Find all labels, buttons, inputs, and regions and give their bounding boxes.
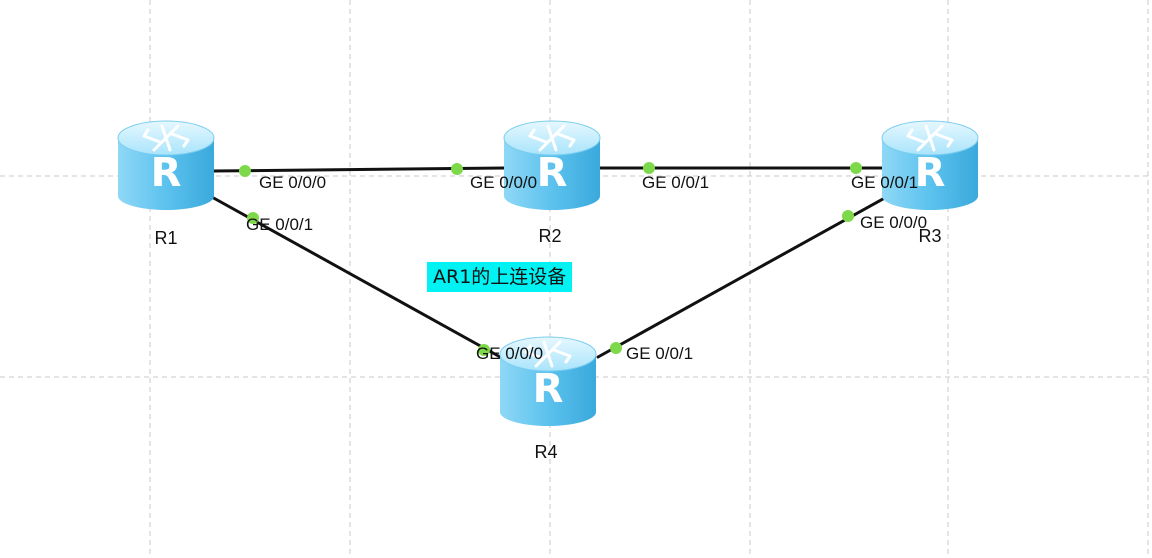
port-dot-r4-ge001[interactable]: [610, 342, 622, 354]
router-icon: [880, 119, 980, 212]
port-label-r3-r2: GE 0/0/1: [851, 173, 918, 192]
router-r1[interactable]: R1: [116, 119, 216, 248]
router-r4[interactable]: R4: [498, 335, 598, 462]
router-icon: [116, 119, 216, 212]
port-label-r2-r3: GE 0/0/1: [642, 173, 709, 192]
port-dot-r3-ge001[interactable]: [850, 162, 862, 174]
router-r2[interactable]: R2: [502, 119, 602, 246]
link-r3-r4[interactable]: [596, 193, 892, 359]
port-dot-r3-ge000[interactable]: [842, 210, 854, 222]
port-dot-r2-ge000[interactable]: [451, 163, 463, 175]
port-dot-r2-ge001[interactable]: [643, 162, 655, 174]
router-label: R2: [538, 226, 561, 246]
router-label: R1: [154, 228, 177, 248]
port-label-r2-r1: GE 0/0/0: [470, 173, 537, 192]
router-icon: [502, 119, 602, 212]
port-dot-r1-ge001[interactable]: [247, 212, 259, 224]
router-r3[interactable]: R3: [880, 119, 980, 246]
port-label-r4-r1: GE 0/0/0: [476, 344, 543, 363]
annotation-label[interactable]: AR1的上连设备: [427, 262, 573, 292]
router-label: R4: [534, 442, 557, 462]
port-label-r1-r4: GE 0/0/1: [246, 215, 313, 234]
link-r1-r4[interactable]: [208, 194, 504, 360]
port-dot-r4-ge000[interactable]: [478, 344, 490, 356]
port-dot-r1-ge000[interactable]: [239, 165, 251, 177]
port-label-r1-r2: GE 0/0/0: [259, 173, 326, 192]
port-label-r4-r3: GE 0/0/1: [626, 344, 693, 363]
port-label-r3-r4: GE 0/0/0: [860, 213, 927, 232]
router-label: R3: [918, 226, 941, 246]
